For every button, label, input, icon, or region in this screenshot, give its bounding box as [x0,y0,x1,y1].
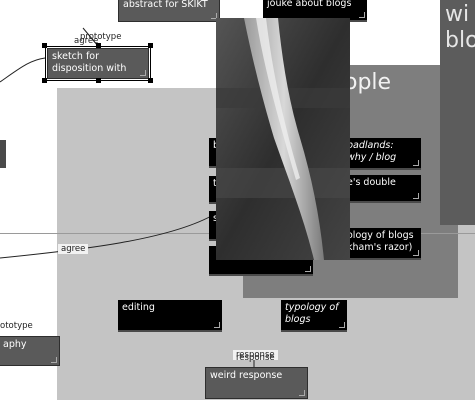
photo-image[interactable] [216,18,350,260]
note-badlands[interactable]: badlands: why / blog [343,138,421,170]
link-label[interactable]: agree [74,36,99,46]
note-text: s [213,213,218,224]
note-sketch-disposition[interactable]: sketch for disposition with [47,48,149,79]
link-label[interactable]: response [233,350,278,360]
note-graphy[interactable]: aphy [0,336,60,366]
resize-icon[interactable] [211,13,217,19]
note-text: e's double [347,177,396,188]
resize-icon[interactable] [413,250,419,256]
link-label[interactable]: prototype [80,32,122,42]
note-text: aphy [3,339,27,350]
selection-handle-icon[interactable] [96,78,101,83]
resize-icon[interactable] [214,322,220,328]
note-typology[interactable]: typology of blogs [281,300,347,332]
note-text: sketch for disposition with [52,51,127,74]
note-abstract[interactable]: abstract for SKIKT [118,0,220,22]
selection-handle-icon[interactable] [96,43,101,48]
resize-icon[interactable] [413,193,419,199]
note-editing[interactable]: editing [118,300,222,332]
resize-icon[interactable] [339,322,345,328]
resize-icon[interactable] [140,70,146,76]
link-label[interactable]: response [236,353,275,363]
note-text: editing [122,302,155,313]
selection-handle-icon[interactable] [42,43,47,48]
resize-icon[interactable] [305,266,311,272]
resize-icon[interactable] [51,357,57,363]
panel-subtitle: ople [344,70,392,95]
selection-handle-icon[interactable] [148,78,153,83]
link-label[interactable]: ototype [0,321,33,331]
offscreen-note-edge[interactable] [0,140,6,168]
note-text: ology of blogs kham's razor) [347,230,414,253]
resize-icon[interactable] [413,160,419,166]
resize-icon[interactable] [359,12,365,18]
note-text: weird response [210,370,283,381]
note-text: abstract for SKIKT [123,0,208,10]
side-panel [440,0,475,225]
note-text: typology of blogs [285,302,339,325]
note-typology-razor[interactable]: ology of blogs kham's razor) [343,228,421,260]
note-text: badlands: why / blog [347,140,397,163]
selection-handle-icon[interactable] [42,78,47,83]
link-label[interactable]: agree [58,244,89,254]
selection-handle-icon[interactable] [148,43,153,48]
note-text: jouke about blogs [267,0,352,9]
note-weird-response[interactable]: weird response [205,367,308,399]
note-double[interactable]: e's double [343,175,421,203]
panel-title: wi blo [445,2,475,53]
resize-icon[interactable] [299,390,305,396]
